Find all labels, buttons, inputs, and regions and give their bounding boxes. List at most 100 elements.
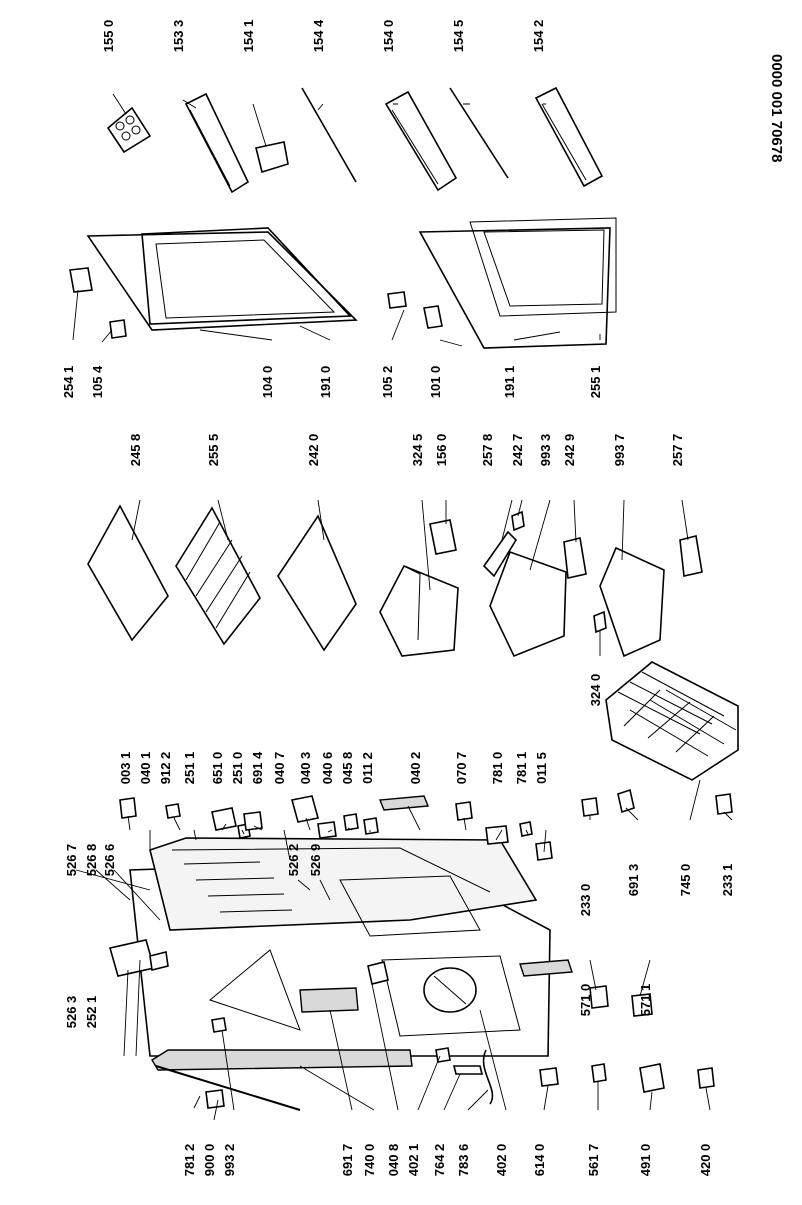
part-number-label: 254 1 bbox=[61, 366, 76, 399]
part-number-label: 105 4 bbox=[90, 365, 105, 398]
part-number-label: 070 7 bbox=[454, 752, 469, 785]
part-number-label: 571 0 bbox=[578, 984, 593, 1017]
part-number-label: 526 7 bbox=[64, 844, 79, 877]
part-number-label: 783 6 bbox=[456, 1144, 471, 1177]
part-number-label: 251 1 bbox=[182, 752, 197, 785]
part-rail-993-3-drawing bbox=[563, 537, 587, 579]
part-number-label: 614 0 bbox=[532, 1144, 547, 1177]
part-hinge-254-1-drawing bbox=[69, 267, 93, 293]
part-number-label: 993 2 bbox=[222, 1144, 237, 1177]
part-ice-tray-156-0-drawing bbox=[482, 530, 518, 578]
part-drawer-242-0-drawing bbox=[379, 564, 459, 657]
part-number-label: 993 7 bbox=[612, 434, 627, 467]
document-number: 0000 001 70678 bbox=[768, 54, 785, 162]
part-hinge-105-2-drawing bbox=[387, 291, 443, 329]
part-number-label: 153 3 bbox=[171, 20, 186, 53]
part-small-parts-right-drawing bbox=[165, 795, 573, 977]
part-control-panel-drawing bbox=[108, 939, 169, 977]
part-wire-shelf-245-8-drawing bbox=[175, 506, 261, 646]
part-number-label: 255 1 bbox=[588, 366, 603, 399]
part-door-shelf-154-2-drawing bbox=[534, 86, 604, 188]
part-number-label: 691 4 bbox=[250, 751, 265, 784]
part-number-label: 571 1 bbox=[638, 984, 653, 1017]
part-number-label: 257 8 bbox=[480, 434, 495, 467]
part-number-label: 040 8 bbox=[386, 1144, 401, 1177]
part-number-label: 154 4 bbox=[311, 19, 326, 52]
part-number-label: 101 0 bbox=[428, 366, 443, 399]
part-number-label: 252 1 bbox=[84, 996, 99, 1029]
part-tube-781-2-drawing bbox=[155, 1065, 301, 1111]
part-shelf-255-5-drawing bbox=[277, 514, 357, 652]
part-number-label: 242 0 bbox=[306, 434, 321, 467]
part-number-label: 156 0 bbox=[434, 434, 449, 467]
part-rod-154-4-drawing bbox=[301, 87, 357, 183]
part-number-label: 420 0 bbox=[698, 1144, 713, 1177]
part-number-label: 257 7 bbox=[670, 434, 685, 467]
part-number-label: 233 1 bbox=[720, 864, 735, 897]
part-number-label: 781 1 bbox=[514, 752, 529, 785]
part-door-upper-drawing bbox=[86, 227, 358, 331]
part-number-label: 245 8 bbox=[128, 434, 143, 467]
part-number-label: 900 0 bbox=[202, 1144, 217, 1177]
part-number-label: 740 0 bbox=[362, 1144, 377, 1177]
part-number-label: 324 0 bbox=[588, 674, 603, 707]
part-number-label: 526 3 bbox=[64, 996, 79, 1029]
part-door-lower-drawing bbox=[418, 217, 617, 349]
part-number-label: 191 0 bbox=[318, 366, 333, 399]
part-number-label: 191 1 bbox=[502, 366, 517, 399]
part-number-label: 040 6 bbox=[320, 752, 335, 785]
part-clip-233-drawing bbox=[581, 793, 733, 817]
part-shelf-255-1-drawing bbox=[87, 504, 169, 642]
part-number-label: 040 7 bbox=[272, 752, 287, 785]
part-number-label: 781 2 bbox=[182, 1144, 197, 1177]
part-number-label: 154 0 bbox=[381, 20, 396, 53]
part-strip-691-3-drawing bbox=[617, 788, 635, 814]
part-number-label: 561 7 bbox=[586, 1144, 601, 1177]
part-number-label: 105 2 bbox=[380, 366, 395, 399]
part-number-label: 912 2 bbox=[158, 752, 173, 785]
part-door-shelf-153-drawing bbox=[184, 92, 250, 194]
part-number-label: 011 5 bbox=[534, 752, 549, 784]
part-wire-basket-drawing bbox=[605, 661, 739, 781]
part-drawer-242-9-drawing bbox=[599, 546, 665, 658]
part-number-label: 040 2 bbox=[408, 752, 423, 785]
part-number-label: 011 2 bbox=[360, 752, 375, 784]
part-number-label: 526 8 bbox=[84, 844, 99, 877]
part-number-label: 045 8 bbox=[340, 752, 355, 785]
part-number-label: 402 0 bbox=[494, 1144, 509, 1177]
part-rail-324-5-drawing bbox=[429, 519, 457, 555]
part-number-label: 233 0 bbox=[578, 884, 593, 917]
part-number-label: 040 1 bbox=[138, 752, 153, 785]
part-number-label: 651 0 bbox=[210, 752, 225, 785]
part-number-label: 251 0 bbox=[230, 752, 245, 785]
part-hinge-105-4-drawing bbox=[109, 319, 127, 339]
part-clip-257-drawing bbox=[511, 510, 607, 634]
part-number-label: 154 1 bbox=[241, 20, 256, 53]
part-number-label: 155 0 bbox=[101, 20, 116, 53]
part-egg-tray-drawing bbox=[106, 106, 152, 154]
part-number-label: 764 2 bbox=[432, 1144, 447, 1177]
part-cabinet-drawing bbox=[129, 837, 551, 1057]
part-drawer-242-7-drawing bbox=[489, 550, 567, 658]
part-hinge-324-0-drawing bbox=[119, 797, 137, 819]
part-misc-bottom-drawing bbox=[205, 961, 715, 1109]
part-number-label: 691 3 bbox=[626, 864, 641, 897]
part-number-label: 526 2 bbox=[286, 844, 301, 877]
part-door-shelf-154-0-drawing bbox=[384, 90, 458, 192]
part-number-label: 491 0 bbox=[638, 1144, 653, 1177]
part-number-label: 993 3 bbox=[538, 434, 553, 467]
part-rail-993-7-drawing bbox=[679, 535, 703, 577]
part-clip-154-1-drawing bbox=[255, 141, 289, 174]
part-number-label: 003 1 bbox=[118, 752, 133, 785]
part-number-label: 691 7 bbox=[340, 1144, 355, 1177]
part-number-label: 104 0 bbox=[260, 366, 275, 399]
part-number-label: 324 5 bbox=[410, 434, 425, 467]
part-number-label: 526 9 bbox=[308, 844, 323, 877]
part-number-label: 526 6 bbox=[102, 844, 117, 877]
part-number-label: 242 7 bbox=[510, 434, 525, 467]
part-number-label: 154 2 bbox=[531, 20, 546, 53]
part-number-label: 040 3 bbox=[298, 752, 313, 785]
